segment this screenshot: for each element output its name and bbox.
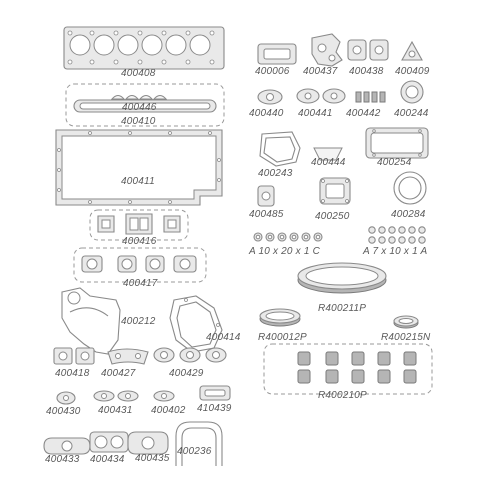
gasket-400440-drawing: [257, 89, 283, 105]
part-label-400244: 400244: [394, 108, 429, 119]
part-label-400254: 400254: [377, 157, 412, 168]
part-label-400433: 400433: [45, 454, 80, 465]
part-label-400438: 400438: [349, 66, 384, 77]
cylinder-head-gasket-drawing: [63, 26, 225, 70]
part-label-400418: 400418: [55, 368, 90, 379]
gasket-400427-drawing: [107, 348, 149, 365]
part-label-400440: 400440: [249, 108, 284, 119]
part-label-400441: 400441: [298, 108, 333, 119]
gasket-400434-drawing: [89, 431, 129, 453]
gasket-400254-drawing: [365, 127, 429, 159]
gasket-400438-drawing: [347, 39, 389, 61]
part-label-400411: 400411: [121, 176, 155, 187]
group-box-400417: [73, 247, 207, 283]
gasket-410439-drawing: [199, 385, 231, 401]
gasket-400444-drawing: [313, 147, 343, 161]
part-label-400212: 400212: [121, 316, 156, 327]
group-box-r400210p: [263, 343, 433, 395]
gasket-400006-drawing: [257, 43, 297, 65]
seal-r400215n-drawing: [393, 315, 419, 329]
part-label-400435: 400435: [135, 453, 170, 464]
washer-label-a10: A 10 x 20 x 1 C: [249, 246, 320, 257]
part-label-400236: 400236: [177, 446, 212, 457]
gasket-400250-drawing: [319, 177, 351, 205]
gasket-400409-drawing: [401, 40, 423, 61]
part-label-400250: 400250: [315, 211, 350, 222]
part-label-400409: 400409: [395, 66, 430, 77]
part-label-400431: 400431: [98, 405, 133, 416]
gasket-400236-drawing: [175, 421, 223, 466]
timing-cover-gasket-drawing: [61, 287, 121, 355]
gasket-400430-drawing: [56, 391, 76, 405]
part-label-400416: 400416: [122, 236, 157, 247]
part-label-400427: 400427: [101, 368, 136, 379]
part-label-400429: 400429: [169, 368, 204, 379]
part-label-400408: 400408: [121, 68, 156, 79]
part-label-r400012p: R400012P: [258, 332, 307, 343]
gasket-400435-drawing: [127, 431, 169, 455]
part-label-400442: 400442: [346, 108, 381, 119]
gasket-400442-drawing: [355, 91, 386, 103]
rear-cover-gasket-drawing: [169, 295, 223, 353]
part-label-400417: 400417: [123, 278, 158, 289]
gasket-400431-drawing: [93, 390, 139, 402]
intake-gaskets-drawing: [97, 213, 181, 235]
washer-label-a7: A 7 x 10 x 1 A: [363, 246, 428, 257]
exhaust-gaskets-drawing: [81, 255, 197, 273]
seal-r400211p-drawing: [297, 262, 387, 294]
gasket-400402-drawing: [153, 390, 175, 402]
part-label-r400211p: R400211P: [318, 303, 367, 314]
part-label-400437: 400437: [303, 66, 338, 77]
part-label-400402: 400402: [151, 405, 186, 416]
part-label-400446: 400446: [122, 102, 157, 113]
part-label-400284: 400284: [391, 209, 426, 220]
washers-a7-drawing: [368, 226, 426, 244]
part-label-400006: 400006: [255, 66, 290, 77]
group-box-400416: [89, 209, 189, 241]
gasket-400437-drawing: [311, 33, 343, 67]
gasket-400429-drawing: [153, 347, 227, 363]
part-label-400243: 400243: [258, 168, 293, 179]
oil-pan-gasket-drawing: [55, 129, 223, 206]
washers-a10-drawing: [253, 232, 323, 242]
part-label-400434: 400434: [90, 454, 125, 465]
gasket-400243-drawing: [259, 131, 301, 167]
part-label-400430: 400430: [46, 406, 81, 417]
seal-r400012p-drawing: [259, 308, 301, 327]
part-label-r400210p: R400210P: [318, 390, 367, 401]
part-label-400485: 400485: [249, 209, 284, 220]
part-label-410439: 410439: [197, 403, 232, 414]
group-box-400410: [65, 83, 225, 127]
gasket-400433-drawing: [43, 437, 91, 455]
valve-stem-seals-drawing: [297, 351, 417, 384]
gasket-400418-drawing: [53, 347, 95, 365]
gasket-400485-drawing: [257, 185, 275, 207]
part-label-400410: 400410: [121, 116, 156, 127]
part-label-400414: 400414: [206, 332, 241, 343]
part-label-400444: 400444: [311, 157, 346, 168]
gasket-400441-drawing: [296, 88, 346, 104]
gasket-400284-drawing: [393, 171, 427, 205]
valve-cover-seal-drawing: [73, 95, 217, 113]
gasket-400244-drawing: [400, 80, 424, 104]
part-label-r400215n: R400215N: [381, 332, 431, 343]
